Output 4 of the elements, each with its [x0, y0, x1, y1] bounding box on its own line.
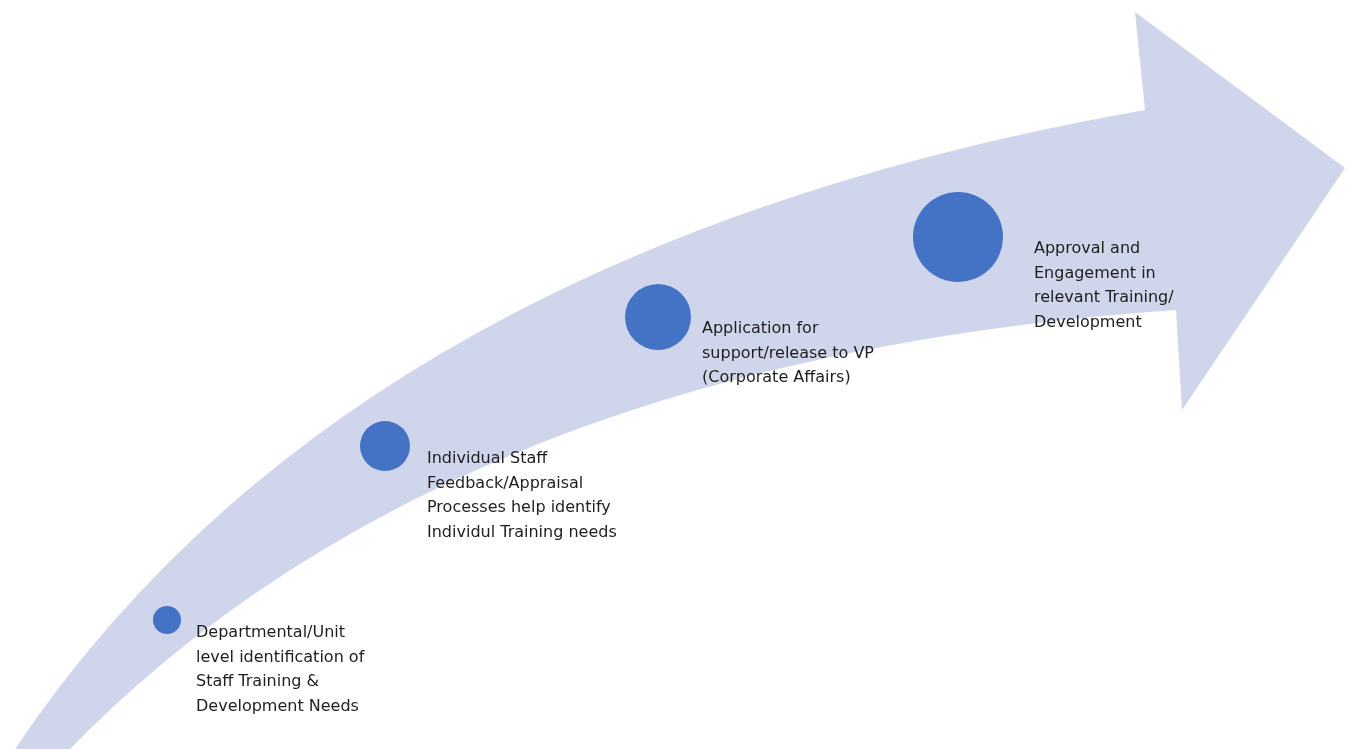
step-description: Individual Staff Feedback/Appraisal Processes help identify Individul Training needs	[427, 447, 618, 543]
step-description: Departmental/Unit level identification of Staff Training & Development Needs	[196, 621, 366, 717]
step-description: Approval and Engagement in relevant Training/ Development	[1034, 237, 1175, 333]
step-description: Application for support/release to VP (Corporate Affairs)	[702, 317, 875, 388]
